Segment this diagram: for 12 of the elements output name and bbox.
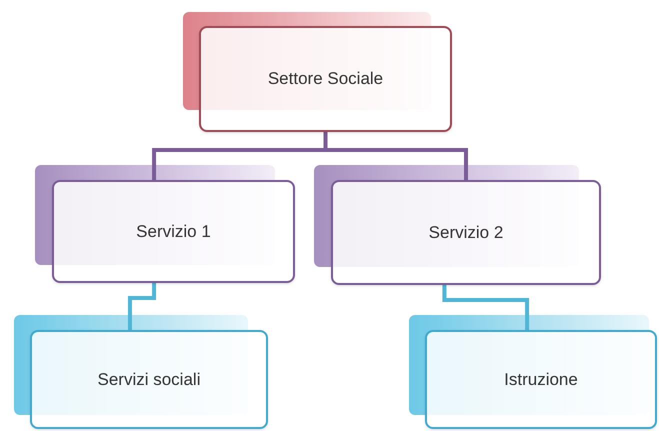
org-box bbox=[52, 180, 295, 283]
box-label: Servizio 1 bbox=[136, 220, 211, 243]
org-box bbox=[331, 180, 601, 285]
connector-line bbox=[442, 285, 530, 330]
org-box bbox=[425, 330, 657, 429]
org-box bbox=[30, 330, 268, 429]
org-box bbox=[199, 26, 452, 132]
connector-line bbox=[128, 283, 156, 330]
box-label: Servizio 2 bbox=[428, 222, 504, 244]
box-label: Settore Sociale bbox=[268, 68, 384, 90]
box-label: Istruzione bbox=[504, 368, 578, 391]
box-label: Servizi sociali bbox=[98, 368, 200, 391]
